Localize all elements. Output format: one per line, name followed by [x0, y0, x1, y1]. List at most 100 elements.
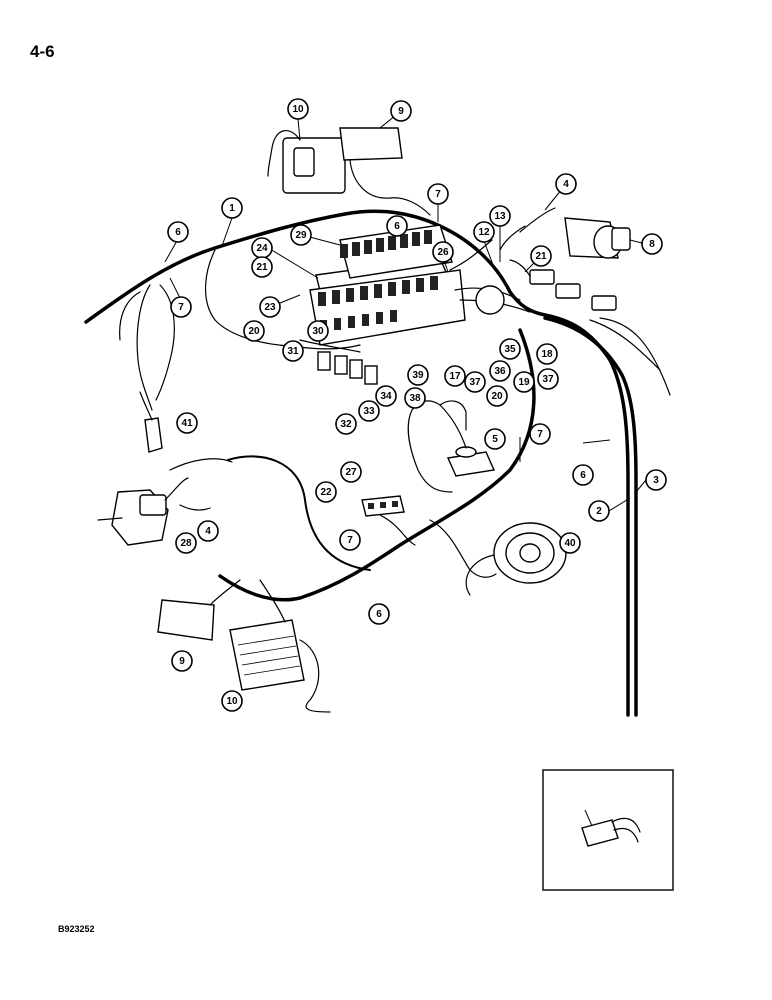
callout-c-10-bottom: 10: [221, 690, 243, 712]
control-switch: [139, 391, 163, 453]
callout-c-32-label: 32: [340, 419, 352, 430]
callout-c-31: 31: [282, 340, 304, 362]
callout-c-20-left: 20: [243, 320, 265, 342]
callout-c-27: 27: [340, 461, 362, 483]
callout-c-39: 39: [407, 364, 429, 386]
callout-c-7-mid-label: 7: [537, 429, 543, 440]
callout-c-9-bottom-label: 9: [179, 656, 185, 667]
callout-c-12-label: 12: [478, 227, 490, 238]
callout-c-6-right-label: 6: [580, 470, 586, 481]
callout-c-29: 29: [290, 224, 312, 246]
callout-c-7-top-label: 7: [435, 189, 441, 200]
callout-c-39-label: 39: [412, 370, 424, 381]
callout-c-9-top-label: 9: [398, 106, 404, 117]
callout-c-8-label: 8: [649, 239, 655, 250]
callout-c-37-b: 37: [537, 368, 559, 390]
callout-c-7-top: 7: [427, 183, 449, 205]
callout-c-33-label: 33: [363, 406, 375, 417]
callout-c-20-left-label: 20: [248, 326, 260, 337]
callout-c-17-label: 17: [449, 371, 461, 382]
callout-c-32: 32: [335, 413, 357, 435]
callout-c-35-label: 35: [504, 344, 516, 355]
speaker: [465, 522, 567, 596]
callout-c-6-left: 6: [167, 221, 189, 243]
callout-c-24: 24: [251, 237, 273, 259]
callout-c-6-bottom-label: 6: [376, 609, 382, 620]
flood-lamp-bottom: [157, 579, 241, 641]
callout-c-7-bottom-label: 7: [347, 535, 353, 546]
callout-c-34-label: 34: [380, 391, 392, 402]
work-lamp-top: [267, 130, 346, 194]
callout-c-36: 36: [489, 360, 511, 382]
callout-c-21-left-label: 21: [256, 262, 268, 273]
relay-plugs: [299, 339, 378, 385]
callout-c-37-a-label: 37: [469, 377, 481, 388]
right-connectors: [499, 207, 617, 311]
callout-c-21-left: 21: [251, 256, 273, 278]
callout-c-28: 28: [175, 532, 197, 554]
callout-c-18: 18: [536, 343, 558, 365]
callout-c-10-top: 10: [287, 98, 309, 120]
callout-c-26: 26: [432, 241, 454, 263]
callout-c-13-label: 13: [494, 211, 506, 222]
callout-c-22: 22: [315, 481, 337, 503]
callout-c-6-mid-label: 6: [394, 221, 400, 232]
terminal-strip: [361, 495, 405, 517]
callout-c-30-label: 30: [312, 326, 324, 337]
callout-c-19-label: 19: [518, 377, 530, 388]
wiper-motor: [97, 477, 211, 546]
callout-c-7-left-label: 7: [178, 302, 184, 313]
callout-c-6-bottom: 6: [368, 603, 390, 625]
callout-c-7-left: 7: [170, 296, 192, 318]
callout-c-21-right: 21: [530, 245, 552, 267]
callout-c-10-bottom-label: 10: [226, 696, 238, 707]
callout-c-34: 34: [375, 385, 397, 407]
callout-c-35: 35: [499, 338, 521, 360]
callout-c-29-label: 29: [295, 230, 307, 241]
work-lamp-bottom: [229, 579, 331, 713]
callout-c-3-label: 3: [653, 475, 659, 486]
callout-c-23: 23: [259, 296, 281, 318]
callout-c-30: 30: [307, 320, 329, 342]
callout-c-41-label: 41: [181, 418, 193, 429]
callout-c-27-label: 27: [345, 467, 357, 478]
callout-c-31-label: 31: [287, 346, 299, 357]
solenoid-component: [407, 400, 496, 493]
callout-c-38: 38: [404, 387, 426, 409]
callout-c-40-label: 40: [564, 538, 576, 549]
callout-c-9-bottom: 9: [171, 650, 193, 672]
callout-c-20-right-label: 20: [491, 391, 503, 402]
callout-c-6-left-label: 6: [175, 227, 181, 238]
callout-c-8: 8: [641, 233, 663, 255]
callout-c-17: 17: [444, 365, 466, 387]
lower-harness-wire: [169, 328, 536, 602]
callout-c-13: 13: [489, 205, 511, 227]
callout-c-18-label: 18: [541, 349, 553, 360]
callout-c-6-right: 6: [572, 464, 594, 486]
right-harness-wire: [543, 313, 671, 717]
motor-component: [564, 217, 631, 259]
callout-c-1-label: 1: [229, 203, 235, 214]
callout-c-36-label: 36: [494, 366, 506, 377]
fuse-relay-panel: [309, 224, 531, 346]
callout-c-37-b-label: 37: [542, 374, 554, 385]
callout-c-12: 12: [473, 221, 495, 243]
callout-c-4-top: 4: [555, 173, 577, 195]
figure-code: B923252: [58, 924, 95, 934]
callout-c-5: 5: [484, 428, 506, 450]
callout-c-40: 40: [559, 532, 581, 554]
callout-c-20-right: 20: [486, 385, 508, 407]
callout-c-33: 33: [358, 400, 380, 422]
callout-c-28-label: 28: [180, 538, 192, 549]
callout-c-7-mid: 7: [529, 423, 551, 445]
callout-c-9-top: 9: [390, 100, 412, 122]
callout-c-2-label: 2: [596, 506, 602, 517]
callout-c-7-bottom: 7: [339, 529, 361, 551]
callout-c-19: 19: [513, 371, 535, 393]
callout-c-24-label: 24: [256, 243, 268, 254]
callout-c-38-label: 38: [409, 393, 421, 404]
callout-c-5-label: 5: [492, 434, 498, 445]
inset-panel: [542, 769, 674, 891]
